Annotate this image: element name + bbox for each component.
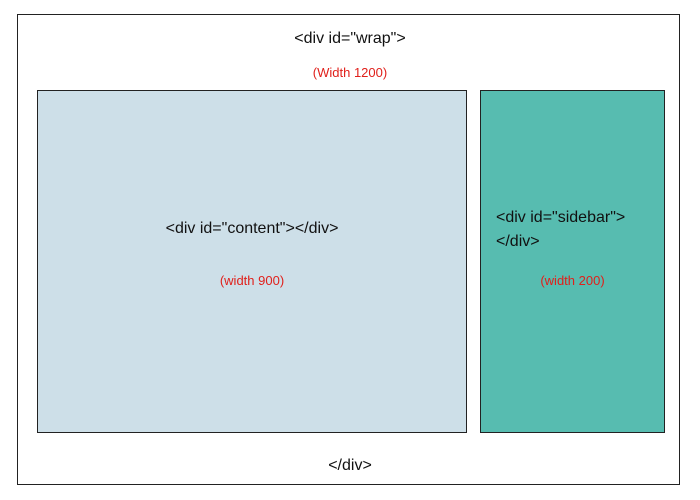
sidebar-box: [480, 90, 665, 433]
wrap-close-tag: </div>: [328, 457, 372, 474]
content-tag-label: <div id="content"></div>: [165, 220, 339, 237]
wrap-container-box: [17, 14, 680, 485]
sidebar-open-tag-label: <div id="sidebar">: [496, 209, 626, 226]
sidebar-width-note: (width 200): [540, 273, 605, 288]
wrap-open-tag: <div id="wrap">: [294, 30, 406, 47]
wrap-width-note: (Width 1200): [312, 65, 388, 80]
content-width-note: (width 900): [219, 273, 285, 288]
sidebar-close-tag-label: </div>: [496, 233, 540, 250]
content-box: [37, 90, 467, 433]
